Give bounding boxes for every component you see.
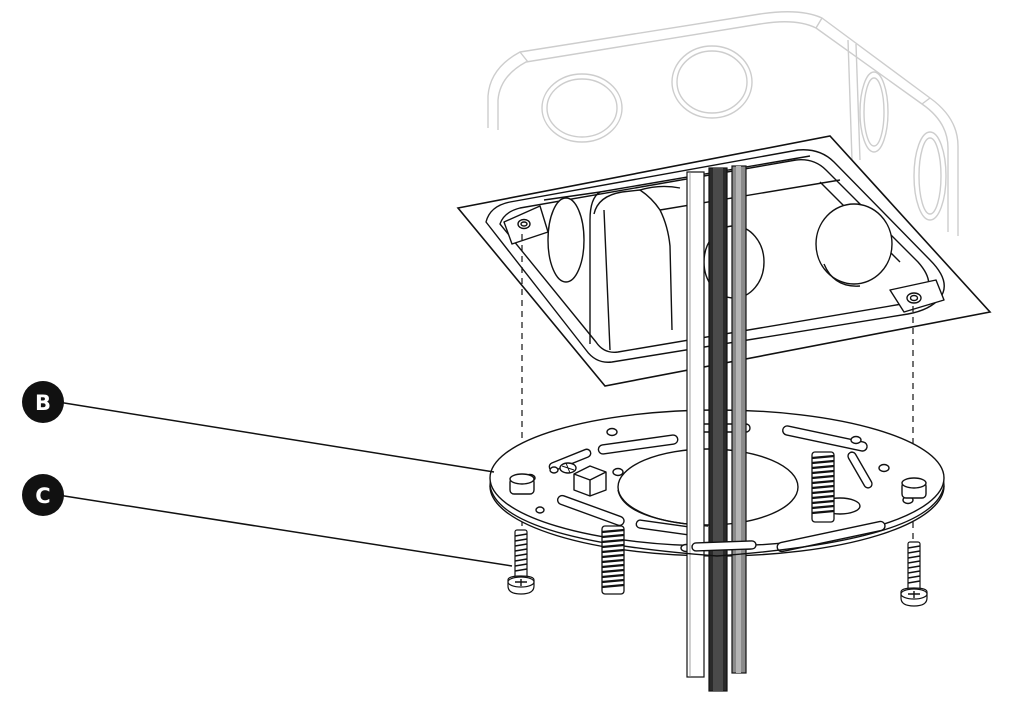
bracket-boss-right	[901, 477, 927, 499]
mounting-screw-left	[507, 529, 535, 595]
knockout-side-upper	[859, 71, 889, 153]
callout-c: C	[22, 474, 64, 516]
callout-c-label: C	[35, 484, 50, 508]
knockout-back-left	[541, 73, 623, 143]
black-wire	[708, 167, 728, 692]
knockout-inner-left	[547, 197, 585, 283]
box-mounting-tab-left	[503, 205, 549, 245]
box-mounting-tab-right	[889, 279, 945, 313]
white-wire	[686, 171, 705, 678]
bracket-slots	[548, 423, 886, 553]
bracket-boss-left	[509, 473, 535, 495]
leader-line-b	[57, 401, 495, 473]
threaded-stud-front	[601, 525, 625, 595]
knockout-inner-right	[815, 203, 893, 285]
wires	[686, 165, 747, 692]
threaded-stud-rear	[811, 451, 835, 523]
bracket-center-hole	[617, 448, 799, 526]
bracket-front-edge	[489, 485, 945, 557]
leader-line-c	[57, 494, 513, 567]
callout-b-label: B	[35, 391, 51, 415]
ground-screw	[559, 462, 607, 497]
knockout-back-center	[671, 45, 753, 119]
callout-b: B	[22, 381, 64, 423]
mounting-screw-right	[900, 541, 928, 607]
gray-wire	[731, 165, 747, 674]
knockout-side-lower	[913, 131, 947, 221]
callout-leaders	[57, 401, 513, 567]
junction-box-ghost	[487, 11, 959, 236]
